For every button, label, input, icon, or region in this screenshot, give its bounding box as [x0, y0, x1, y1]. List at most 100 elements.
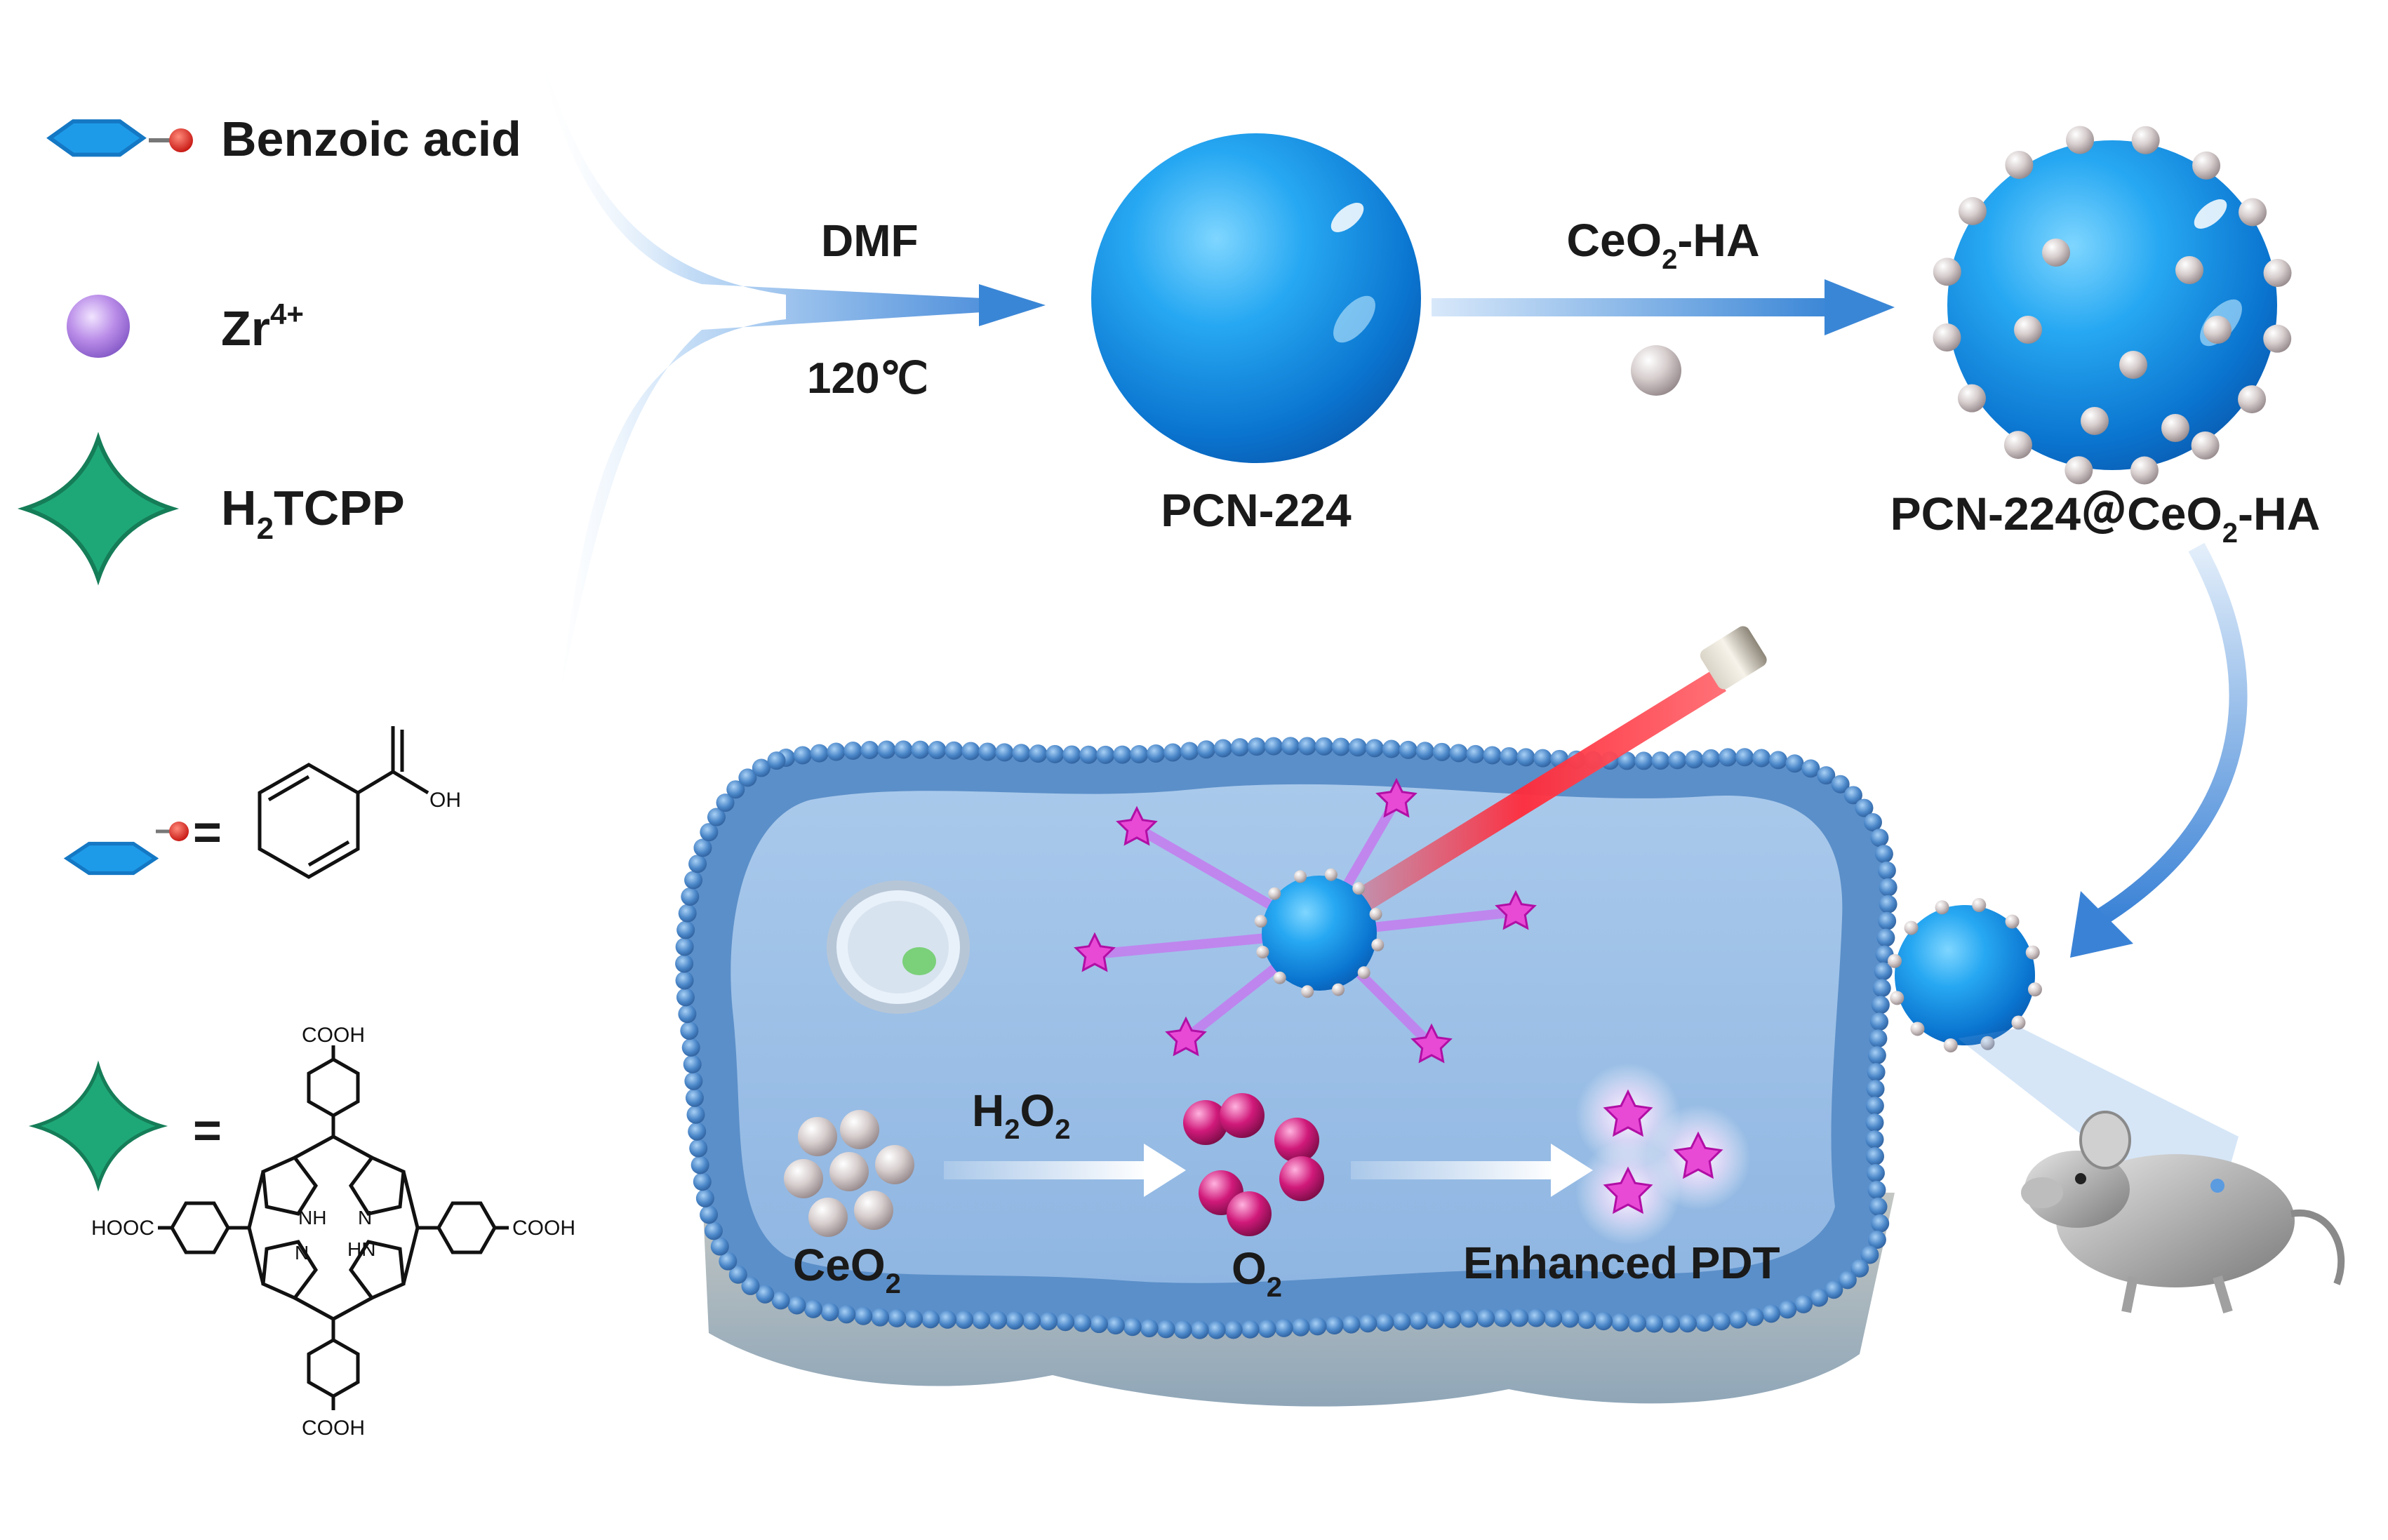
- lipid-head: [710, 1237, 729, 1256]
- lipid-head: [1466, 744, 1485, 763]
- ceo2-nanoparticle: [1935, 900, 1949, 915]
- lipid-head: [928, 741, 947, 760]
- lipid-head: [1838, 1271, 1857, 1290]
- lipid-head: [1281, 737, 1300, 756]
- lipid-head: [1516, 748, 1535, 767]
- h2o2-arrow-head: [1144, 1144, 1186, 1197]
- lipid-head: [803, 1299, 822, 1318]
- lipid-head: [1843, 786, 1862, 805]
- lipid-head: [1359, 1314, 1378, 1333]
- lipid-head: [1872, 979, 1891, 998]
- lipid-head: [1096, 745, 1115, 764]
- h2tcpp-icon: [17, 431, 180, 586]
- lipid-head: [1130, 745, 1149, 764]
- o2-arrow-shaft: [1351, 1161, 1554, 1179]
- lipid-head: [686, 1105, 705, 1124]
- lipid-head: [1544, 1308, 1563, 1327]
- lipid-head: [700, 1205, 719, 1224]
- lipid-head: [1878, 911, 1897, 930]
- benzoic-acid-icon: [46, 119, 193, 157]
- lipid-head: [1678, 1314, 1697, 1333]
- lipid-head: [905, 1309, 923, 1328]
- lipid-head: [1745, 1308, 1764, 1327]
- ceo2-arrow-head: [1825, 279, 1895, 335]
- lipid-head: [1661, 1314, 1680, 1333]
- ceo2-nanoparticle: [1273, 971, 1286, 984]
- lipid-head: [693, 838, 712, 857]
- lipid-head: [767, 751, 786, 770]
- o2-label: O2: [1232, 1243, 1282, 1303]
- lipid-head: [1426, 1311, 1445, 1330]
- lipid-head: [1867, 1063, 1886, 1082]
- nucleus: [827, 881, 970, 1014]
- h2o2-arrow-shaft: [944, 1161, 1147, 1179]
- lipid-head: [1106, 1316, 1125, 1335]
- lipid-head: [1768, 751, 1787, 770]
- enhanced-pdt-label: Enhanced PDT: [1463, 1238, 1780, 1288]
- lipid-head: [1735, 748, 1754, 767]
- zr-ion-icon: [67, 295, 130, 358]
- membrane-lipids: [675, 737, 1897, 1339]
- delivery-curve-arrow: [2093, 542, 2248, 928]
- ceo2-nanoparticle: [1888, 953, 1902, 968]
- lipid-head: [676, 920, 695, 939]
- lipid-head: [1874, 845, 1893, 864]
- lipid-head: [1865, 1147, 1884, 1166]
- n-label-2: N: [295, 1242, 309, 1264]
- lipid-head: [1046, 744, 1065, 763]
- lipid-head: [1022, 1311, 1041, 1330]
- lipid-head: [704, 1221, 723, 1240]
- singlet-oxygen-star: [1375, 777, 1418, 818]
- lipid-head: [1006, 1311, 1025, 1330]
- lipid-head: [1762, 1304, 1781, 1323]
- ceo2-nanoparticle: [2081, 407, 2109, 435]
- ceo2-nanoparticle: [2065, 456, 2093, 485]
- ceo2-nanoparticle: [2011, 1015, 2026, 1030]
- benzoic-acid-structure: = OH: [63, 726, 461, 879]
- lipid-head: [1409, 1311, 1428, 1330]
- lipid-head: [1460, 1309, 1479, 1328]
- lipid-head: [1230, 738, 1249, 757]
- ceo2-arrow-shaft: [1432, 298, 1832, 316]
- lipid-head: [1778, 1300, 1797, 1319]
- lipid-head: [676, 988, 695, 1007]
- lipid-head: [1348, 738, 1367, 757]
- lipid-head: [1594, 1312, 1613, 1331]
- lipid-head: [688, 1122, 707, 1141]
- lipid-head: [1879, 895, 1897, 913]
- oh-label: OH: [429, 789, 461, 812]
- lipid-head: [978, 742, 997, 761]
- lipid-head: [1298, 737, 1316, 756]
- lipid-head: [1860, 1245, 1879, 1264]
- lipid-head: [888, 1308, 907, 1327]
- lipid-head: [1079, 745, 1098, 764]
- lipid-head: [810, 744, 829, 763]
- ceo2-nanoparticle: [1301, 985, 1314, 998]
- lipid-head: [871, 1308, 890, 1327]
- ceo2-nanoparticle: [2161, 414, 2189, 442]
- lipid-head: [1207, 1320, 1226, 1339]
- lipid-head: [938, 1310, 957, 1329]
- lipid-head: [700, 823, 719, 842]
- lipid-head: [1617, 751, 1636, 770]
- ceo2-nanoparticle: [2119, 351, 2147, 379]
- equals-2: =: [193, 1103, 222, 1158]
- lipid-head: [691, 1156, 709, 1174]
- lipid-head: [1577, 1311, 1596, 1330]
- approaching-nanoparticle: [1888, 898, 2042, 1052]
- lipid-head: [1634, 751, 1653, 770]
- lipid-head: [1493, 1308, 1512, 1327]
- hn-label: HN: [347, 1238, 375, 1260]
- lipid-head: [756, 1285, 775, 1304]
- lipid-head: [877, 740, 896, 759]
- ceo2-nanoparticle: [1352, 882, 1366, 895]
- lipid-head: [1867, 1046, 1886, 1065]
- ceo2-cluster: [784, 1110, 914, 1237]
- lipid-head: [678, 1005, 697, 1024]
- lipid-head: [1702, 749, 1721, 768]
- lipid-head: [1213, 739, 1232, 758]
- lipid-head: [675, 937, 694, 956]
- lipid-head: [1728, 1310, 1747, 1329]
- lipid-head: [1712, 1312, 1730, 1331]
- lipid-head: [1785, 754, 1804, 773]
